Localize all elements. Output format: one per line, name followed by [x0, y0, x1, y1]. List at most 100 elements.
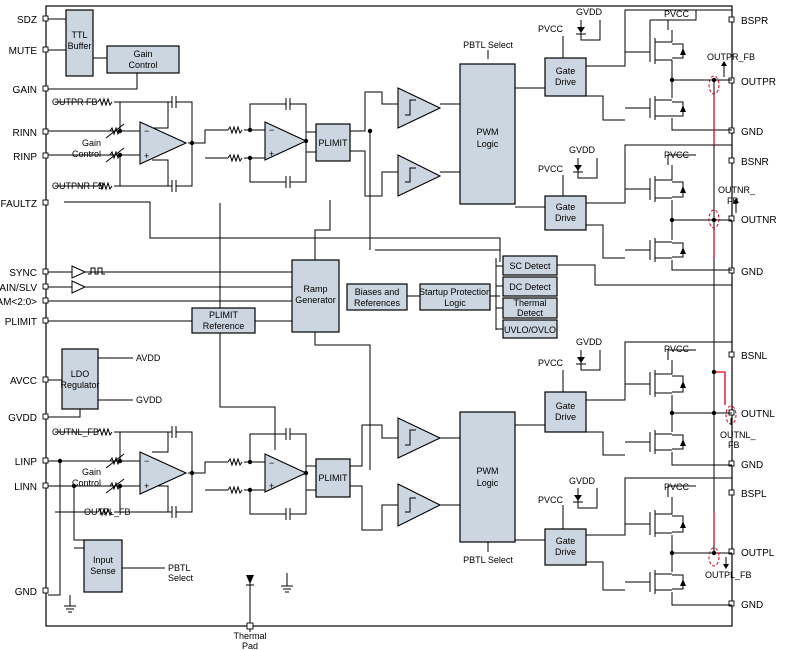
- svg-text:GVDD: GVDD: [569, 145, 596, 155]
- svg-text:Control: Control: [72, 149, 101, 159]
- svg-text:SC Detect: SC Detect: [509, 261, 551, 271]
- svg-text:−: −: [144, 456, 149, 466]
- capacitors: [171, 96, 298, 520]
- pin-plimit: PLIMIT: [5, 317, 37, 328]
- svg-text:References: References: [354, 298, 401, 308]
- pin-sync: SYNC: [9, 268, 37, 279]
- svg-text:Gate: Gate: [556, 202, 576, 212]
- junction-dots: [57, 77, 717, 556]
- biases-references-block: Biases and References: [346, 283, 408, 311]
- svg-text:OUTPR FB: OUTPR FB: [52, 97, 98, 107]
- svg-text:−: −: [144, 126, 149, 136]
- ramp-generator-block: Ramp Generator: [291, 259, 340, 333]
- svg-text:Thermal: Thermal: [513, 298, 546, 308]
- svg-text:PBTL: PBTL: [168, 563, 191, 573]
- uvlo-ovlo-block: UVLO/OVLO: [502, 319, 558, 339]
- chip-boundary: [45, 5, 733, 627]
- svg-text:+: +: [144, 151, 149, 161]
- input-sense-block: Input Sense: [83, 539, 123, 593]
- pin-bsnl: BSNL: [741, 351, 768, 362]
- pin-linn: LINN: [14, 482, 37, 493]
- pin-gnd-r2: GND: [741, 267, 763, 278]
- pin-gnd-r1: GND: [741, 127, 763, 138]
- svg-text:PLIMIT: PLIMIT: [318, 473, 348, 483]
- pin-faultz: FAULTZ: [1, 199, 37, 210]
- svg-text:Reference: Reference: [203, 321, 245, 331]
- svg-text:Gate: Gate: [556, 401, 576, 411]
- svg-text:Logic: Logic: [477, 478, 499, 488]
- pwm-logic-top: PWM Logic: [459, 63, 516, 205]
- thermal-pad-diode: [246, 575, 254, 584]
- left-pins: SDZ MUTE GAIN RINN RINP FAULTZ SYNC GAIN…: [0, 15, 37, 598]
- svg-text:OUTPR_FB: OUTPR_FB: [707, 52, 755, 62]
- resistors: [97, 97, 243, 517]
- svg-text:PVCC: PVCC: [538, 495, 564, 505]
- gain-control-block: Gain Control: [106, 45, 180, 74]
- svg-text:DC Detect: DC Detect: [509, 282, 551, 292]
- pin-gnd-left: GND: [15, 587, 37, 598]
- svg-text:Gate: Gate: [556, 536, 576, 546]
- svg-text:PVCC: PVCC: [664, 344, 690, 354]
- pin-rinp: RINP: [13, 152, 37, 163]
- pin-outnl: OUTNL: [741, 409, 775, 420]
- pin-rinn: RINN: [13, 128, 37, 139]
- ldo-regulator-block: LDO Regulator: [60, 348, 100, 410]
- plimit-reference-block: PLIMIT Reference: [191, 307, 256, 334]
- svg-text:LDO: LDO: [71, 369, 90, 379]
- thermal-detect-block: Thermal Detect: [502, 297, 558, 319]
- svg-text:Detect: Detect: [517, 308, 544, 318]
- gate-drive-3: Gate Drive: [544, 391, 587, 433]
- output-fets: [625, 30, 673, 594]
- sync-buffer: [71, 265, 105, 294]
- svg-text:Drive: Drive: [555, 77, 576, 87]
- sc-detect-block: SC Detect: [502, 255, 558, 276]
- svg-text:PVCC: PVCC: [538, 24, 564, 34]
- pin-bspl: BSPL: [741, 489, 767, 500]
- pin-gnd-r4: GND: [741, 600, 763, 611]
- svg-text:OUTNR_: OUTNR_: [718, 185, 756, 195]
- svg-text:Startup Protection: Startup Protection: [419, 287, 491, 297]
- svg-text:GVDD: GVDD: [136, 395, 163, 405]
- svg-text:PWM: PWM: [477, 466, 499, 476]
- svg-text:PVCC: PVCC: [664, 482, 690, 492]
- svg-text:PVCC: PVCC: [538, 164, 564, 174]
- gate-drive-4: Gate Drive: [544, 528, 587, 566]
- svg-text:Buffer: Buffer: [68, 41, 92, 51]
- amp-signs: −+ −+ −+ −+: [144, 125, 274, 491]
- ttl-buffer-block: TTL Buffer: [65, 9, 94, 77]
- svg-text:Gain: Gain: [82, 138, 101, 148]
- pin-outpl: OUTPL: [741, 548, 775, 559]
- svg-text:Logic: Logic: [477, 139, 499, 149]
- gvdd-diodes: [573, 20, 601, 509]
- svg-text:PBTL Select: PBTL Select: [463, 40, 513, 50]
- svg-text:OUTPNR FB: OUTPNR FB: [52, 181, 104, 191]
- svg-text:PLIMIT: PLIMIT: [209, 310, 239, 320]
- pin-avcc: AVCC: [10, 376, 37, 387]
- svg-text:FB: FB: [728, 440, 740, 450]
- comparator-steps: [405, 99, 416, 513]
- svg-text:PVCC: PVCC: [664, 150, 690, 160]
- ground-symbols: [64, 580, 293, 613]
- pin-gain: GAIN: [13, 85, 37, 96]
- pin-outpr: OUTPR: [741, 77, 776, 88]
- svg-text:Sense: Sense: [90, 566, 116, 576]
- svg-text:GVDD: GVDD: [576, 7, 603, 17]
- gate-drive-2: Gate Drive: [544, 195, 587, 231]
- svg-text:Ramp: Ramp: [303, 284, 327, 294]
- pin-bsnr: BSNR: [741, 157, 769, 168]
- svg-text:−: −: [269, 458, 274, 468]
- svg-text:PBTL Select: PBTL Select: [463, 555, 513, 565]
- svg-text:PVCC: PVCC: [664, 9, 690, 19]
- svg-text:Control: Control: [128, 60, 157, 70]
- dc-detect-block: DC Detect: [502, 276, 558, 297]
- svg-text:OUTNL_: OUTNL_: [720, 430, 757, 440]
- plimit-block-bottom: PLIMIT: [315, 458, 351, 498]
- svg-text:OUTPL_FB: OUTPL_FB: [705, 570, 752, 580]
- svg-text:Drive: Drive: [555, 547, 576, 557]
- plimit-block-top: PLIMIT: [315, 123, 351, 162]
- svg-text:+: +: [144, 481, 149, 491]
- svg-text:+: +: [269, 149, 274, 159]
- svg-text:Select: Select: [168, 573, 194, 583]
- svg-text:GVDD: GVDD: [569, 476, 596, 486]
- svg-text:Logic: Logic: [444, 298, 466, 308]
